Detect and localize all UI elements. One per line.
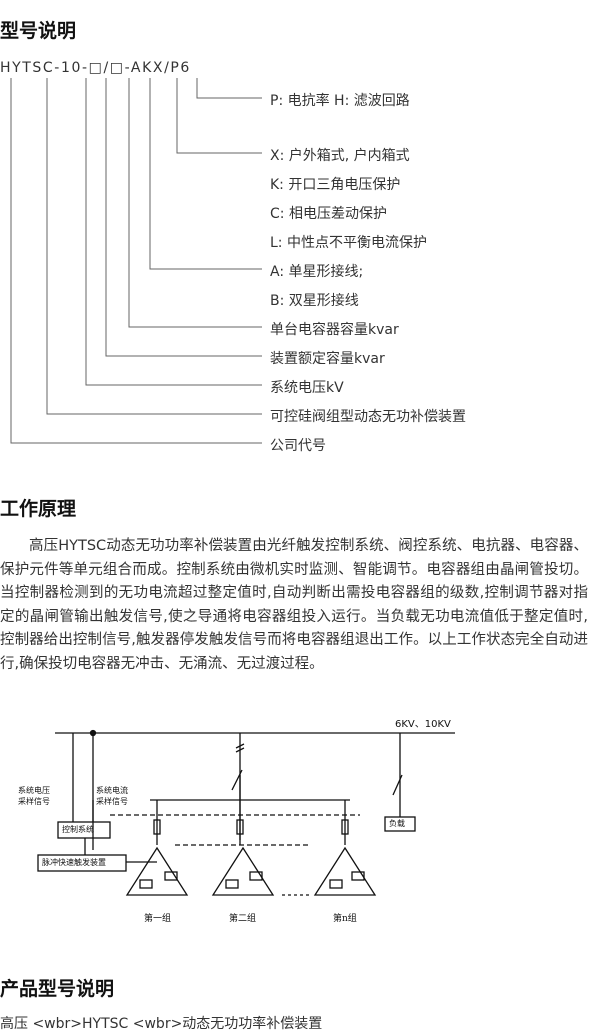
section-title-product-model: 产品型号说明	[0, 978, 115, 1000]
product-model-text: 高压 <wbr>HYTSC <wbr>动态无功功率补偿装置	[0, 1016, 323, 1032]
voltage-signal-line-1: 系统电压	[18, 786, 50, 795]
explanation-item: 装置额定容量kvar	[270, 351, 385, 367]
current-signal-label: 系统电流 采样信号	[96, 785, 128, 807]
load-label: 负载	[389, 819, 405, 828]
control-system-label: 控制系统	[62, 825, 94, 834]
current-signal-line-2: 采样信号	[96, 797, 128, 806]
section-title-principle: 工作原理	[0, 498, 77, 520]
control-system-box	[57, 821, 111, 839]
section-title-model: 型号说明	[0, 20, 77, 42]
explanation-item: 公司代号	[270, 438, 326, 454]
current-signal-line-1: 系统电流	[96, 786, 128, 795]
trigger-device-label: 脉冲快速触发装置	[42, 858, 106, 867]
trigger-device-box	[37, 854, 127, 872]
group-label-1: 第一组	[144, 914, 172, 924]
explanation-item: 系统电压kV	[270, 380, 344, 396]
voltage-signal-label: 系统电压 采样信号	[18, 785, 50, 807]
load-box	[384, 816, 416, 832]
explanation-item: L: 中性点不平衡电流保护	[270, 235, 427, 251]
model-code: HYTSC-10-□/□-AKX/P6	[0, 60, 191, 76]
explanation-item: B: 双星形接线	[270, 293, 359, 309]
group-label-n: 第n组	[333, 914, 357, 924]
explanation-item: K: 开口三角电压保护	[270, 177, 401, 193]
explanation-item: 单台电容器容量kvar	[270, 322, 399, 338]
explanation-item: P: 电抗率 H: 滤波回路	[270, 93, 410, 109]
principle-paragraph: 高压HYTSC动态无功功率补偿装置由光纤触发控制系统、阀控系统、电抗器、电容器、…	[0, 535, 588, 676]
explanation-item: X: 户外箱式, 户内箱式	[270, 148, 410, 164]
bus-label: 6KV、10KV	[395, 719, 451, 730]
explanation-item: 可控硅阀组型动态无功补偿装置	[270, 409, 466, 425]
explanation-item: C: 相电压差动保护	[270, 206, 387, 222]
principle-text: 高压HYTSC动态无功功率补偿装置由光纤触发控制系统、阀控系统、电抗器、电容器、…	[0, 538, 588, 672]
explanation-item: A: 单星形接线;	[270, 264, 364, 280]
group-label-2: 第二组	[229, 914, 257, 924]
voltage-signal-line-2: 采样信号	[18, 797, 50, 806]
